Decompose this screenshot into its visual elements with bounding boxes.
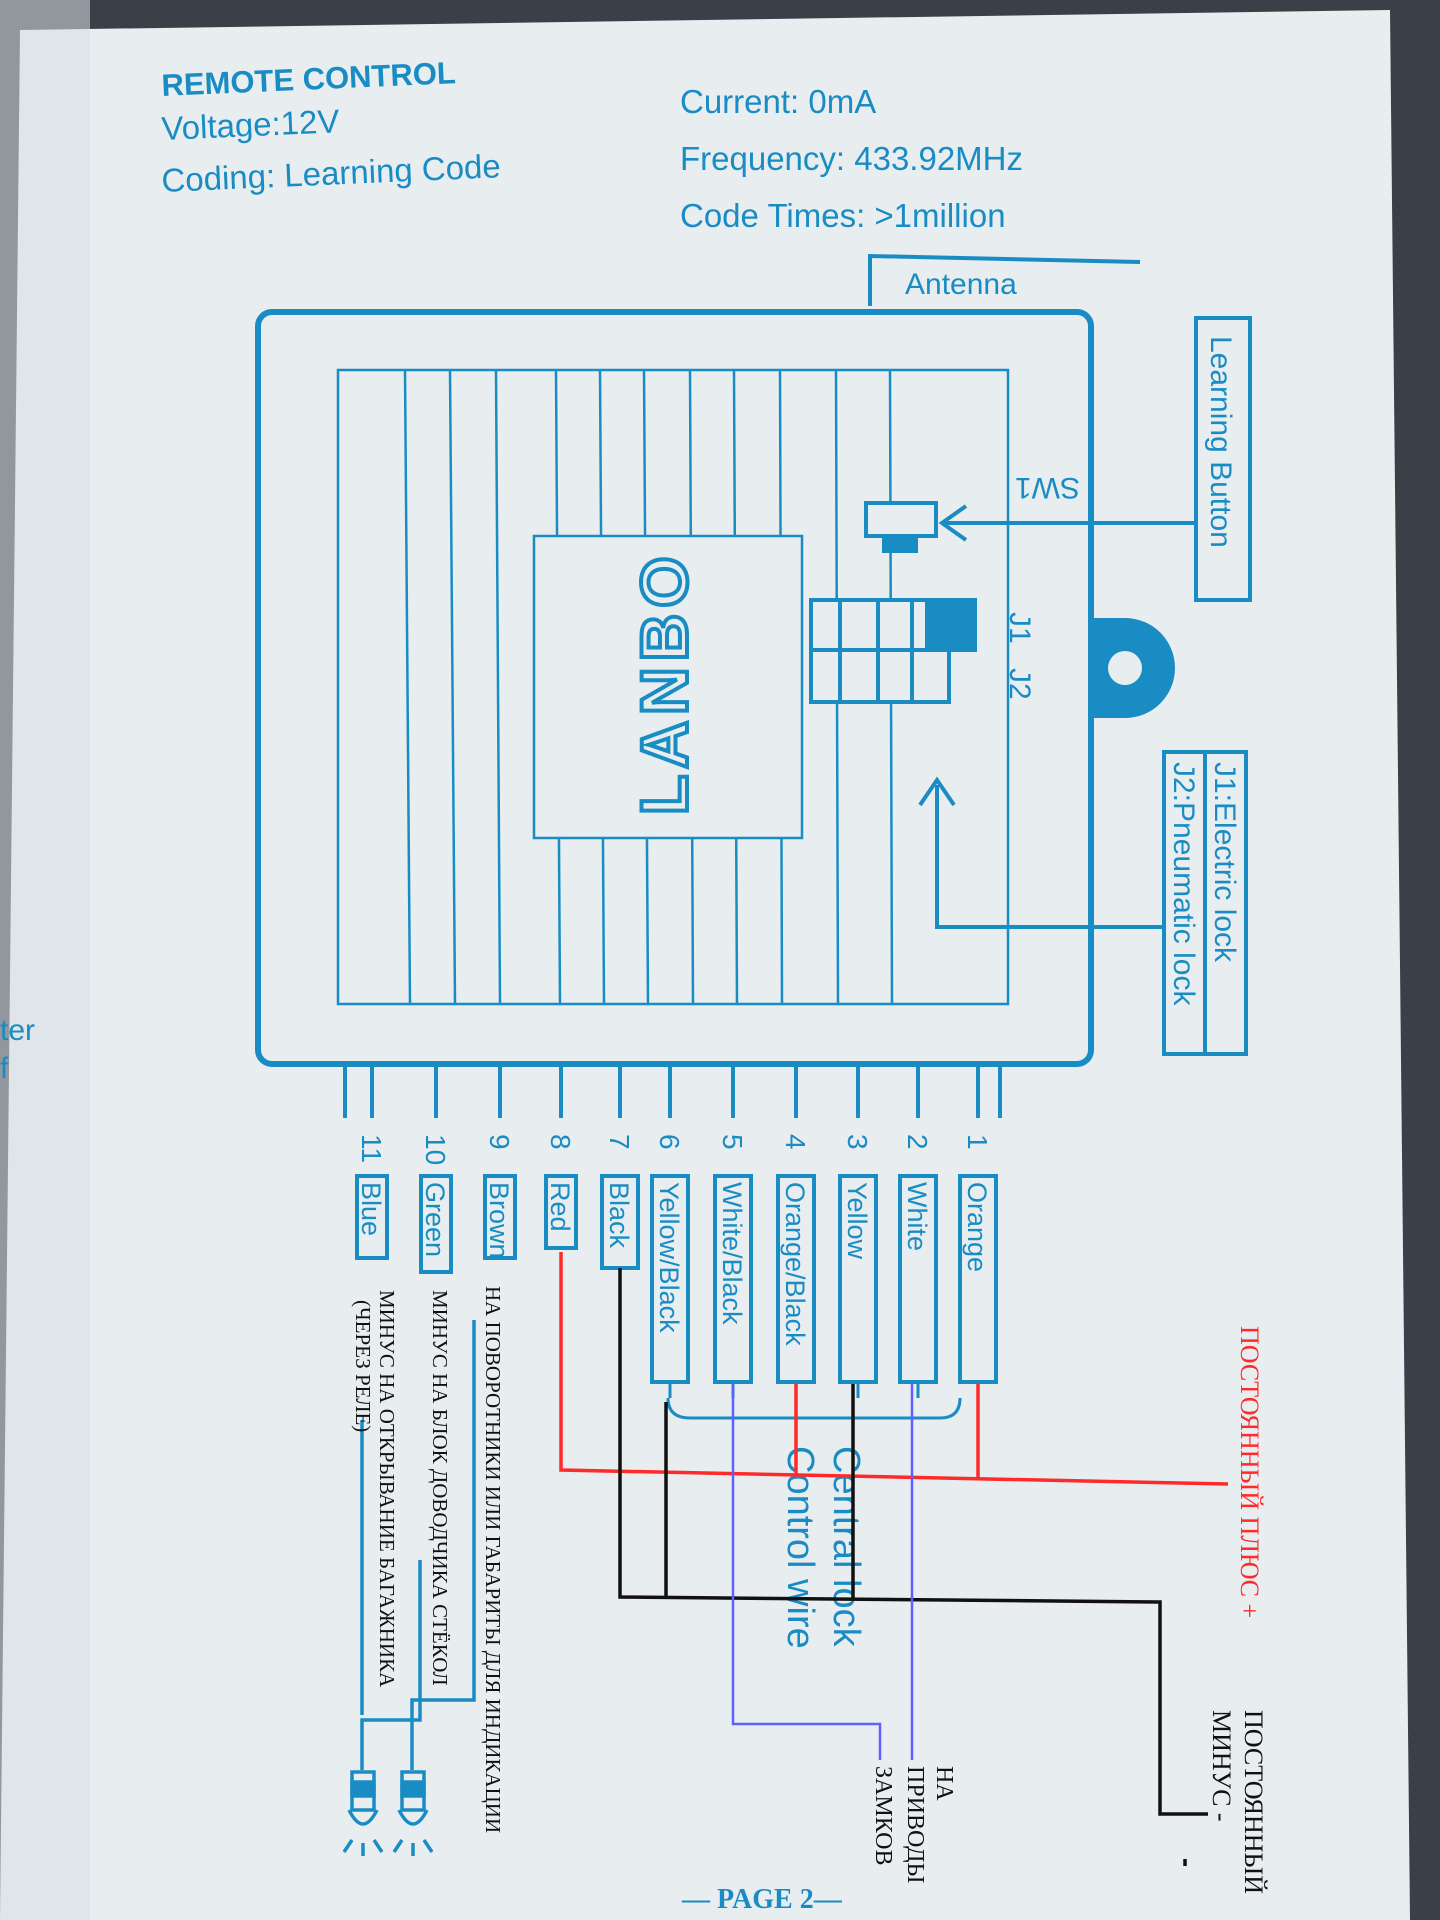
mounting-tab <box>1091 618 1175 718</box>
wire-label-4: Orange/Black <box>780 1182 810 1346</box>
wire-number-6: 6 <box>654 1134 685 1150</box>
indicator-bulbs <box>342 1320 476 1856</box>
annotation-minus-2: МИНУС - <box>1207 1710 1236 1822</box>
wire-number-4: 4 <box>780 1134 811 1150</box>
spec-code-times: Code Times: >1million <box>680 197 1006 234</box>
j1-label: J1 <box>1003 612 1036 644</box>
annotation-blue-1: МИНУС НА ОТКРЫВАНИЕ БАГАЖНИКА <box>375 1290 399 1688</box>
lock-type-pneumatic: J2:Pneumatic lock <box>1167 762 1200 1006</box>
antenna <box>868 253 1141 306</box>
sw1-label: SW1 <box>1015 471 1080 504</box>
annotation-brown: НА ПОВОРОТНИКИ ИЛИ ГАБАРИТЫ ДЛЯ ИНДИКАЦИ… <box>481 1286 505 1833</box>
wire-label-1: Orange <box>962 1182 992 1272</box>
wire-label-box-8 <box>544 1174 578 1250</box>
wire-number-10: 10 <box>420 1134 451 1165</box>
wire-label-5: White/Black <box>717 1182 747 1325</box>
wire-number-5: 5 <box>717 1134 748 1150</box>
wire-label-8: Red <box>545 1182 575 1232</box>
wire-label-7: Black <box>604 1182 634 1249</box>
wire-number-9: 9 <box>484 1134 515 1150</box>
jumper-block <box>809 598 977 704</box>
wire-label-box-10 <box>419 1174 453 1274</box>
control-wire-label: Control wire <box>779 1446 821 1649</box>
black-minus-wiring <box>618 1268 1208 1866</box>
wire-number-11: 11 <box>356 1134 387 1163</box>
spec-voltage: Voltage:12V <box>161 102 340 147</box>
wire-number-7: 7 <box>604 1134 635 1150</box>
wire-label-3: Yellow <box>842 1182 872 1260</box>
margin-fragment-2: f <box>0 1052 9 1085</box>
page-fold <box>0 0 90 1920</box>
lock-type-box <box>1162 750 1248 1056</box>
learning-button-arrow <box>938 504 1196 542</box>
annotation-locks-3: ЗАМКОВ <box>870 1766 896 1865</box>
annotation-plus: ПОСТОЯННЫЙ ПЛЮС + <box>1235 1326 1264 1618</box>
wire-label-10: Green <box>420 1182 450 1257</box>
central-lock-brace <box>666 1397 962 1420</box>
wire-number-8: 8 <box>545 1134 576 1150</box>
antenna-label: Antenna <box>905 268 1017 301</box>
lock-type-arrow <box>918 776 1164 929</box>
spec-current: Current: 0mA <box>680 83 876 120</box>
connector-strip <box>343 1066 1002 1118</box>
wire-label-9: Brown <box>484 1182 514 1259</box>
margin-fragment-1: ter <box>0 1014 35 1047</box>
page-number: — PAGE 2— <box>681 1884 843 1915</box>
wire-label-box-9 <box>483 1174 517 1260</box>
wire-label-6: Yellow/Black <box>654 1182 684 1333</box>
j2-label: J2 <box>1003 668 1036 700</box>
annotation-locks-2: ПРИВОДЫ <box>902 1766 928 1884</box>
learning-button-label: Learning Button <box>1204 336 1237 548</box>
wire-label-11: Blue <box>356 1182 386 1236</box>
lock-type-electric: J1:Electric lock <box>1208 762 1241 963</box>
central-lock-label: Central lock <box>825 1446 867 1648</box>
wire-number-1: 1 <box>962 1134 993 1150</box>
violet-actuator-wiring <box>731 1384 914 1760</box>
brand-chip <box>532 534 804 840</box>
wire-label-2: White <box>902 1182 932 1251</box>
sw1-switch <box>864 501 938 553</box>
annotation-locks-1: НА <box>931 1766 957 1801</box>
learning-button-box <box>1194 316 1252 602</box>
wire-label-box-11 <box>355 1174 389 1260</box>
wire-number-2: 2 <box>902 1134 933 1150</box>
annotation-minus-1: ПОСТОЯННЫЙ <box>1239 1710 1268 1894</box>
wire-number-3: 3 <box>842 1134 873 1150</box>
brand-logo: LANBO <box>627 550 701 815</box>
paper-sheet <box>0 10 1410 1920</box>
red-plus-wiring <box>559 1252 1229 1486</box>
annotation-blue-2: (ЧЕРЕЗ РЕЛЕ) <box>351 1300 375 1432</box>
annotation-green: МИНУС НА БЛОК ДОВОДЧИКА СТЁКОЛ <box>428 1290 452 1686</box>
inner-frame <box>336 368 1010 1006</box>
spec-frequency: Frequency: 433.92MHz <box>680 140 1023 177</box>
